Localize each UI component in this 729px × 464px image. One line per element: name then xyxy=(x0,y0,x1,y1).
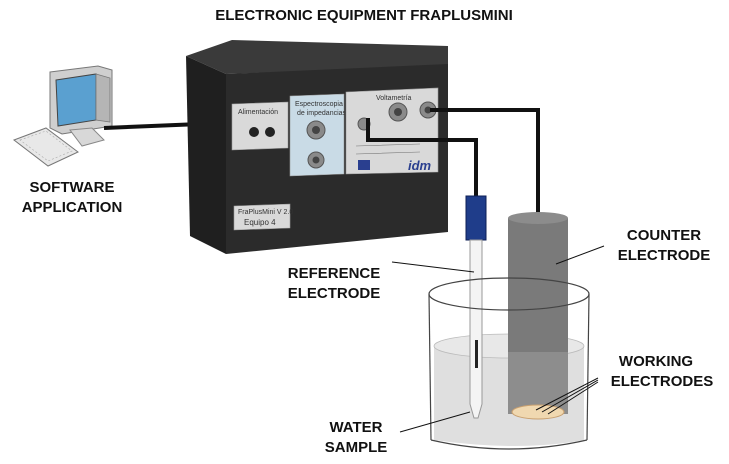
working-label-line1: WORKING xyxy=(619,353,693,370)
water-pointer xyxy=(399,411,471,433)
model-label: FraPlusMini V 2.0 xyxy=(238,209,293,216)
computer-icon xyxy=(49,65,113,147)
diagram-title: ELECTRONIC EQUIPMENT FRAPLUSMINI xyxy=(215,7,513,24)
reference-pointer xyxy=(391,261,475,273)
idm-logo: idm xyxy=(408,158,432,173)
power-switch[interactable] xyxy=(249,127,259,137)
reference-cable xyxy=(366,118,478,200)
power-led xyxy=(265,127,275,137)
spectro-label-line1: Espectroscopia xyxy=(295,101,343,108)
voltammetry-panel: Voltametría idm xyxy=(345,87,439,175)
counter-electrode xyxy=(508,212,568,420)
software-label-line2: APPLICATION xyxy=(22,199,123,216)
working-pointer xyxy=(535,377,599,415)
reference-label-line1: REFERENCE xyxy=(288,265,381,282)
reference-electrode xyxy=(465,195,487,419)
fraplusmini-device: Alimentación Espectroscopia de impedanci… xyxy=(186,40,448,254)
water-label-line2: SAMPLE xyxy=(325,439,388,456)
beaker-glass xyxy=(428,277,590,450)
counter-cable xyxy=(430,108,540,218)
impedance-spectroscopy-panel: Espectroscopia de impedancias xyxy=(289,93,347,177)
working-label-line2: ELECTRODES xyxy=(611,373,714,390)
power-section-label: Alimentación xyxy=(238,109,278,116)
power-panel: Alimentación xyxy=(231,101,289,151)
water-label-line1: WATER xyxy=(329,419,382,436)
software-label-line1: SOFTWARE xyxy=(30,179,115,196)
equipo-label: Equipo 4 xyxy=(244,218,276,227)
keyboard-icon xyxy=(12,127,79,167)
usb-cable xyxy=(103,122,201,130)
spectro-label-line2: de impedancias xyxy=(297,110,347,117)
counter-label-line1: COUNTER xyxy=(627,227,701,244)
reference-label-line2: ELECTRODE xyxy=(288,285,381,302)
voltammetry-section-label: Voltametría xyxy=(376,95,412,102)
model-plate: FraPlusMini V 2.0 Equipo 4 xyxy=(233,203,293,231)
working-electrodes-tip xyxy=(511,404,565,420)
maker-logo-icon xyxy=(358,160,370,170)
counter-label-line2: ELECTRODE xyxy=(618,247,711,264)
counter-pointer xyxy=(555,245,605,265)
